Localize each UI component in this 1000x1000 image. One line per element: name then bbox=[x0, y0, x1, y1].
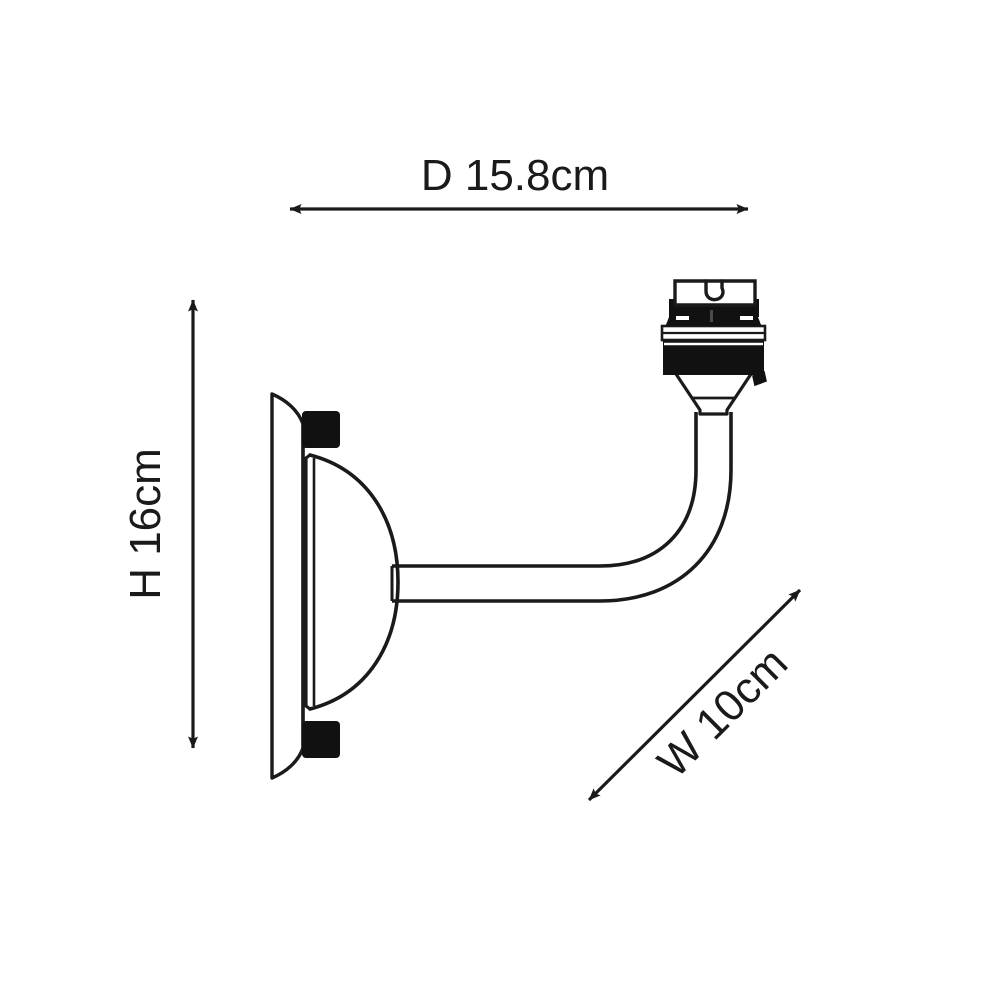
holder-mark-center bbox=[710, 310, 713, 322]
top-fixing-block bbox=[302, 411, 340, 448]
arm-upper-edge bbox=[392, 412, 698, 568]
holder-mark-right bbox=[740, 316, 753, 320]
half-dome-cover bbox=[304, 453, 400, 711]
holder-top-collar bbox=[673, 279, 757, 307]
bottom-fixing-block-shape bbox=[302, 721, 340, 758]
dome-back-edge bbox=[304, 453, 311, 711]
height-dimension-group: H 16cm bbox=[121, 299, 198, 749]
arm-lower-edge bbox=[392, 412, 733, 603]
holder-mark-left bbox=[676, 316, 689, 320]
height-dimension-label: H 16cm bbox=[121, 448, 170, 600]
top-fixing-block-shape bbox=[302, 411, 340, 448]
width-dimension-arrow bbox=[587, 588, 802, 802]
depth-dimension-label: D 15.8cm bbox=[421, 151, 609, 200]
dome-outline bbox=[308, 453, 400, 711]
depth-dimension-group: D 15.8cm bbox=[289, 151, 749, 214]
width-arrow-line bbox=[587, 588, 802, 802]
bayonet-slot-notch-icon bbox=[704, 279, 725, 302]
wall-backplate bbox=[270, 392, 305, 780]
width-dimension-group: W 10cm bbox=[587, 588, 802, 802]
width-dimension-label: W 10cm bbox=[648, 638, 797, 787]
holder-black-ring bbox=[663, 339, 764, 375]
bottom-fixing-block bbox=[302, 721, 340, 758]
backplate-body bbox=[270, 392, 305, 780]
curved-swan-neck-arm bbox=[390, 412, 733, 603]
bayonet-lamp-holder bbox=[660, 279, 767, 416]
